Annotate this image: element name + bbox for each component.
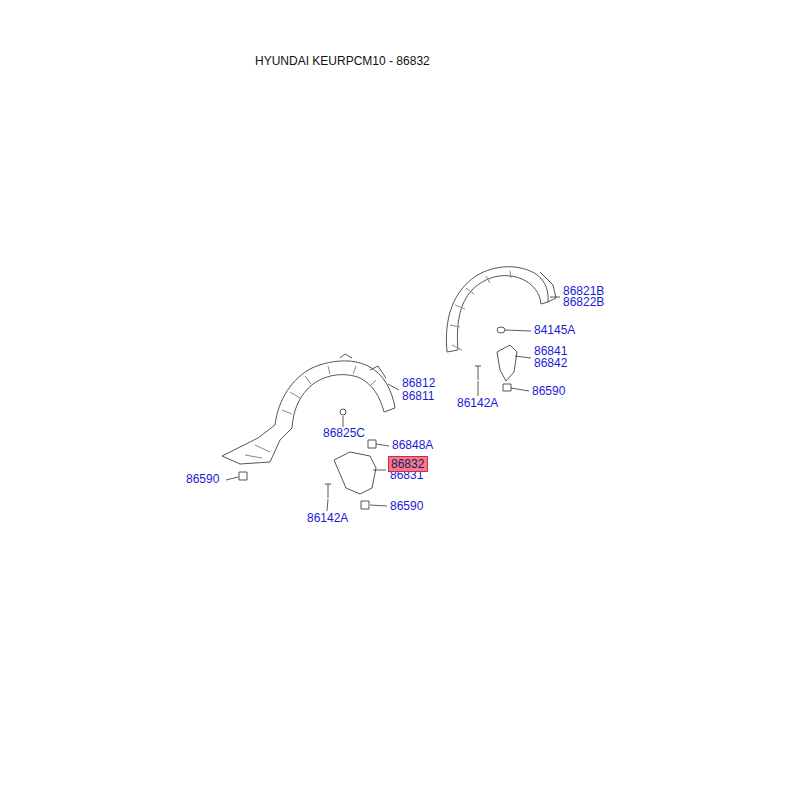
- clip-nut: [368, 440, 376, 448]
- callout-number: 86142A: [307, 512, 348, 525]
- leader-line: [478, 381, 479, 396]
- leader-line: [370, 505, 387, 506]
- rear-liner: [446, 267, 548, 352]
- leader-line: [327, 499, 328, 511]
- front-mud-flap: [334, 452, 376, 494]
- leader-line: [226, 477, 238, 480]
- callout-number: 86142A: [457, 397, 498, 410]
- leader-line: [505, 330, 531, 331]
- leader-line: [511, 388, 529, 391]
- leader-line: [373, 470, 386, 471]
- rear-mud-flap: [497, 345, 517, 381]
- leader-line: [343, 416, 344, 427]
- callout-number: 86811: [402, 390, 434, 403]
- nut: [239, 472, 247, 480]
- nut: [361, 501, 369, 509]
- leader-lines: [226, 297, 560, 511]
- callout-number: 86842: [534, 357, 567, 370]
- leader-line: [515, 356, 531, 358]
- callout-number: 86832: [391, 458, 425, 471]
- callout-number: 86590: [390, 500, 423, 513]
- page-title: HYUNDAI KEURPCM10 - 86832: [255, 54, 430, 68]
- callout-number: 86822B: [563, 296, 604, 309]
- callout-number: 86590: [532, 385, 565, 398]
- rear-liner-ribs: [450, 271, 511, 350]
- clip: [340, 409, 346, 415]
- callout-number: 84145A: [534, 324, 575, 337]
- leader-line: [388, 384, 399, 390]
- callout-number: 86825C: [323, 427, 365, 440]
- front-liner-edge: [340, 354, 386, 378]
- callout-number: 86590: [186, 473, 219, 486]
- callout-number: 86848A: [392, 439, 433, 452]
- highlight-box: 86832: [388, 456, 428, 472]
- leader-line: [376, 444, 389, 446]
- rear-liner-edge: [540, 272, 556, 302]
- screw: [475, 366, 481, 380]
- washer: [497, 327, 505, 333]
- front-liner-ribs: [245, 366, 376, 458]
- nut: [503, 384, 511, 391]
- screw: [325, 484, 331, 498]
- leader-line: [550, 297, 560, 298]
- front-liner: [222, 361, 395, 464]
- callout-number: 86812: [402, 377, 435, 390]
